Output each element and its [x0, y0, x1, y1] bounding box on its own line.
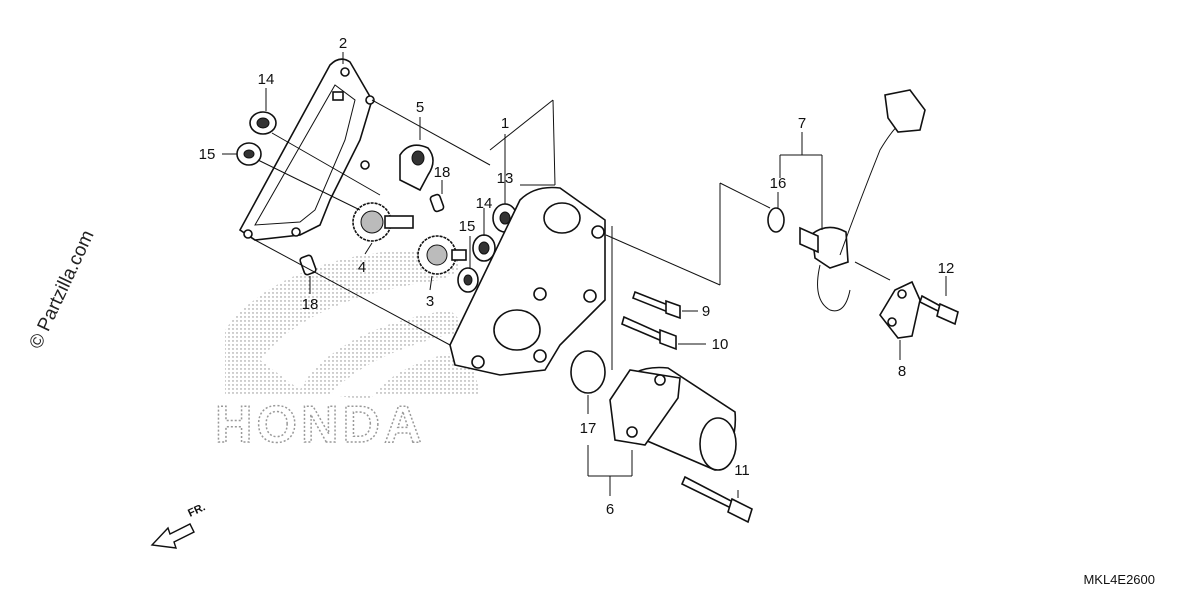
callout-18-lower: 18 — [302, 296, 319, 313]
callout-11: 11 — [734, 462, 750, 479]
callout-7: 7 — [798, 115, 806, 132]
gear-part-4 — [352, 202, 414, 242]
front-direction-label: FR. — [186, 501, 207, 519]
front-direction-arrow-icon: FR. — [150, 501, 207, 549]
callout-3: 3 — [426, 293, 434, 310]
callout-15-left: 15 — [199, 146, 216, 163]
bearing-part-14-left — [249, 111, 277, 135]
bolt-part-11 — [680, 475, 753, 524]
gasket-part-2 — [238, 58, 375, 241]
callout-9: 9 — [702, 303, 710, 320]
partzilla-watermark: © Partzilla.com — [25, 227, 98, 352]
callout-15-right: 15 — [459, 218, 476, 235]
bracket-part-8 — [879, 280, 921, 339]
callout-2: 2 — [339, 35, 347, 52]
callout-14-right: 14 — [476, 195, 493, 212]
o-ring-part-17 — [570, 350, 606, 394]
callout-8: 8 — [898, 363, 906, 380]
bearing-part-15-right — [457, 267, 479, 293]
callout-14-left: 14 — [258, 71, 275, 88]
honda-wordmark: HONDA — [215, 396, 426, 454]
dowel-pin-18-upper — [429, 193, 445, 213]
angle-sensor-part-7 — [799, 89, 926, 312]
callout-18-upper: 18 — [434, 164, 451, 181]
callout-4: 4 — [358, 259, 366, 276]
callout-16: 16 — [770, 175, 787, 192]
diagram-code: MKL4E2600 — [1083, 572, 1155, 587]
bolt-part-9 — [632, 290, 681, 320]
o-ring-part-16 — [767, 207, 785, 233]
honda-wing-logo — [225, 250, 480, 400]
bolt-part-12 — [919, 294, 959, 326]
gear-part-3 — [417, 235, 467, 275]
callout-12: 12 — [938, 260, 955, 277]
callout-17: 17 — [580, 420, 597, 437]
bearing-part-15-left — [236, 142, 262, 166]
callout-labels: 2 14 15 5 18 1 13 14 15 4 3 18 9 10 11 1… — [199, 35, 955, 518]
dowel-pin-18-lower — [299, 254, 317, 276]
callout-5: 5 — [416, 99, 424, 116]
callout-10: 10 — [712, 336, 729, 353]
callout-6: 6 — [606, 501, 614, 518]
cover-housing-part-1 — [449, 186, 606, 376]
callout-1: 1 — [501, 115, 509, 132]
sector-part-5 — [399, 144, 434, 192]
shift-motor-part-6 — [609, 366, 737, 471]
leader-lines — [222, 52, 947, 498]
callout-13: 13 — [497, 170, 514, 187]
bolt-part-10 — [621, 315, 677, 351]
